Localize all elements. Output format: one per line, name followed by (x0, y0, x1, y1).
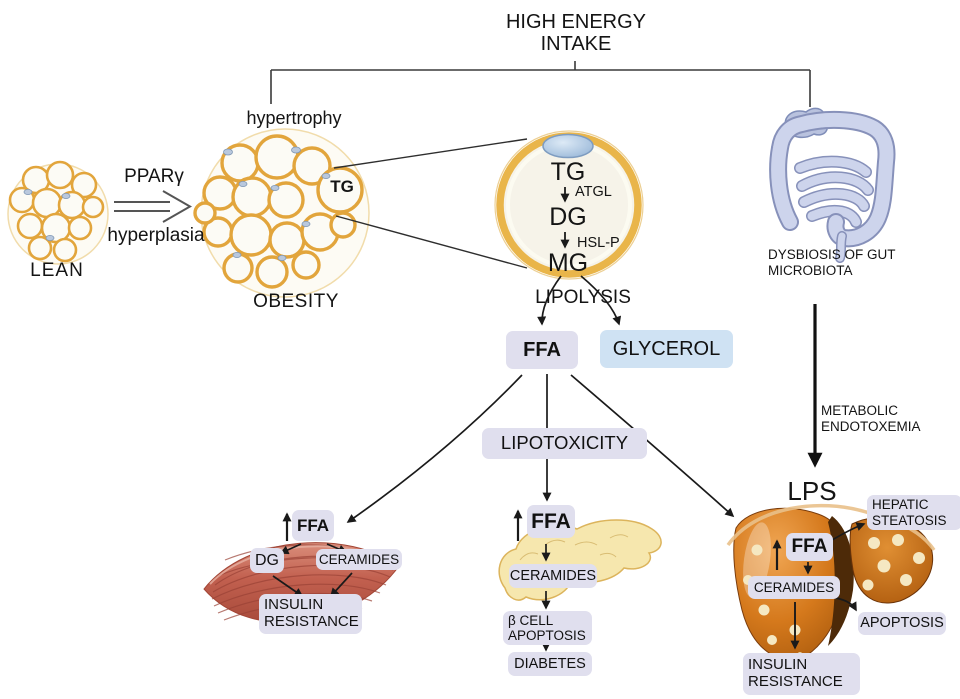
cell-dg-label: DG (549, 203, 587, 231)
diabetes-box: DIABETES (508, 652, 592, 676)
cell-atgl-label: ATGL (575, 184, 612, 200)
ffa-box: FFA (506, 331, 578, 369)
muscle-ffa-box: FFA (292, 510, 334, 541)
pancreas-ceramides-box: CERAMIDES (509, 564, 597, 588)
metabolic-endotoxemia-label: METABOLIC ENDOTOXEMIA (821, 403, 921, 434)
top-bracket-lines (270, 61, 811, 107)
lps-label: LPS (787, 476, 837, 506)
dysbiosis-label: DYSBIOSIS OF GUT MICROBIOTA (768, 247, 896, 278)
liver-insulin-resistance-box: INSULIN RESISTANCE (743, 653, 860, 695)
obesity-tg-label: TG (330, 177, 354, 196)
liver-pathway-arrows (772, 522, 866, 650)
cell-mg-label: MG (547, 249, 589, 277)
muscle-pathway-arrows (272, 512, 353, 598)
cell-hslp-label: HSL-P (577, 235, 620, 251)
lean-adipocyte-cluster (7, 160, 109, 265)
muscle-ceramides-box: CERAMIDES (316, 549, 402, 570)
hepatic-steatosis-box: HEPATIC STEATOSIS (867, 495, 960, 530)
liver-ffa-box: FFA (786, 533, 833, 561)
lean-label: LEAN (30, 260, 84, 281)
pancreas-ffa-box: FFA (527, 505, 575, 538)
intestine-illustration (769, 107, 896, 263)
steatosis-dots (743, 534, 925, 645)
glycerol-box: GLYCEROL (600, 330, 733, 368)
hypertrophy-label: hypertrophy (246, 108, 342, 128)
muscle-insulin-resistance-box: INSULIN RESISTANCE (259, 594, 362, 634)
obesity-adipocyte-cluster (193, 128, 370, 298)
ppar-gamma-label: PPARγ (124, 166, 184, 187)
cell-tg-label: TG (550, 158, 586, 186)
adipocyte-cell (494, 130, 644, 280)
hyperplasia-label: hyperplasia (107, 225, 205, 246)
obesity-label: OBESITY (253, 291, 339, 312)
lipotoxicity-box: LIPOTOXICITY (482, 428, 647, 459)
lipolysis-label: LIPOLYSIS (535, 287, 631, 308)
lipolysis-output-arrows (537, 275, 622, 326)
apoptosis-box: APOPTOSIS (858, 612, 946, 635)
diagram-title: HIGH ENERGY INTAKE (505, 11, 647, 55)
pancreas-illustration (498, 519, 662, 601)
liver-ceramides-box: CERAMIDES (748, 576, 840, 599)
cell-nucleus (542, 133, 594, 159)
beta-cell-apoptosis-box: β CELL APOPTOSIS (503, 611, 592, 645)
ppar-arrow (114, 190, 193, 223)
zoom-indicator-lines (333, 138, 528, 269)
muscle-dg-box: DG (250, 548, 284, 573)
